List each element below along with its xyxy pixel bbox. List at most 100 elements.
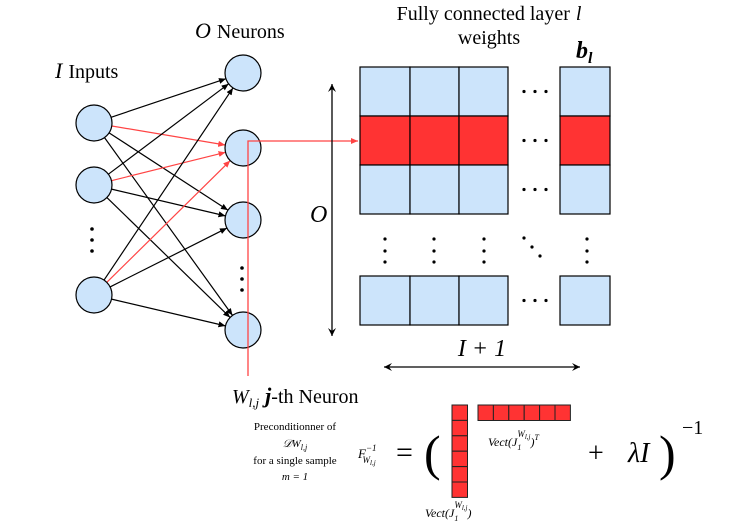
- connection: [109, 227, 228, 288]
- connection: [110, 78, 227, 118]
- row-ellipsis-dot: [522, 138, 526, 143]
- bias-cell: [559, 66, 611, 117]
- neuron-to-row-connector: [247, 138, 358, 376]
- weight-cell: [409, 164, 460, 215]
- plus-sign: +: [588, 438, 604, 469]
- svg-text:for a single sample: for a single sample: [253, 455, 337, 467]
- preconditioner-caption: Preconditionner of 𝒟Wl,j for a single sa…: [253, 421, 337, 483]
- highlighted-weight-cell: [409, 115, 460, 166]
- output-neuron-node: [224, 201, 262, 239]
- row-ellipsis-dot: [522, 298, 526, 303]
- diagonal-ellipsis-dot: [530, 245, 534, 249]
- diagonal-ellipsis-dot: [522, 236, 526, 240]
- column-ellipsis-dot: [482, 249, 486, 253]
- width-label: I + 1: [457, 336, 506, 362]
- equals-sign: =: [396, 436, 413, 469]
- weight-cell: [359, 66, 411, 117]
- input-node: [75, 104, 113, 142]
- output-neuron-node: [224, 129, 262, 167]
- column-vector-cell: [451, 481, 468, 498]
- row-ellipsis-dot: [533, 138, 537, 143]
- column-vector-cell: [451, 466, 468, 483]
- diagonal-ellipsis-dot: [538, 254, 542, 258]
- row-ellipsis-dot: [522, 187, 526, 192]
- row-ellipsis-dot: [533, 89, 537, 94]
- column-vector-cell: [451, 435, 468, 452]
- highlighted-connection: [111, 151, 226, 182]
- output-ellipsis: [240, 266, 244, 292]
- height-label: O: [310, 202, 327, 228]
- column-ellipsis-dot: [482, 237, 486, 241]
- bias-cell: [559, 164, 611, 215]
- svg-text:Preconditionner of: Preconditionner of: [254, 421, 337, 433]
- row-ellipsis-dot: [522, 89, 526, 94]
- column-ellipsis-dot: [482, 260, 486, 264]
- column-ellipsis-dot: [383, 260, 387, 264]
- highlighted-weight-cell: [458, 115, 509, 166]
- column-ellipsis-dot: [432, 249, 436, 253]
- svg-text:m = 1: m = 1: [282, 471, 308, 483]
- column-ellipsis-dot: [383, 249, 387, 253]
- weight-cell: [409, 275, 460, 326]
- highlighted-connection: [111, 125, 226, 147]
- row-vector-cell: [539, 404, 556, 421]
- connection: [111, 298, 226, 328]
- weight-matrix: [359, 66, 611, 326]
- network-connections: [103, 78, 234, 328]
- column-vector-label: Vect(J1Wl,j): [425, 500, 471, 523]
- row-vector: [477, 404, 571, 421]
- column-ellipsis-dot: [432, 260, 436, 264]
- bias-cell: [559, 275, 611, 326]
- row-ellipsis-dot: [544, 138, 548, 143]
- output-neuron-node: [224, 54, 262, 92]
- highlighted-connection: [106, 160, 231, 283]
- row-ellipsis-dot: [544, 89, 548, 94]
- row-vector-label: Vect(J1Wl,j)T: [488, 429, 539, 452]
- row-ellipsis-dot: [544, 187, 548, 192]
- row-vector-cell: [477, 404, 494, 421]
- connection: [108, 83, 229, 175]
- bias-label: bl: [576, 38, 593, 67]
- row-vector-cell: [492, 404, 510, 421]
- inverse-exponent: −1: [682, 417, 703, 439]
- open-paren: (: [424, 425, 441, 481]
- connection: [103, 87, 234, 281]
- column-ellipsis-dot: [432, 237, 436, 241]
- column-ellipsis-dot: [383, 237, 387, 241]
- weight-cell: [359, 275, 411, 326]
- column-ellipsis-dot: [585, 249, 589, 253]
- lambda-identity: λI: [627, 438, 651, 469]
- highlighted-weight-cell: [359, 115, 411, 166]
- caption-dw: 𝒟Wl,j: [283, 438, 308, 452]
- connection: [111, 188, 226, 218]
- column-ellipsis-dot: [585, 260, 589, 264]
- column-ellipsis-dot: [585, 237, 589, 241]
- weight-cell: [409, 66, 460, 117]
- column-vector-cell: [451, 450, 468, 468]
- input-ellipsis: [90, 227, 94, 253]
- network-nodes: [75, 54, 262, 349]
- column-vector-cell: [451, 419, 468, 437]
- row-ellipsis-dot: [533, 187, 537, 192]
- connection: [104, 137, 233, 316]
- highlighted-bias-cell: [559, 115, 611, 166]
- column-vector: [451, 404, 468, 498]
- row-ellipsis-dot: [544, 298, 548, 303]
- row-vector-cell: [554, 404, 571, 421]
- input-node: [75, 166, 113, 204]
- output-neuron-node: [224, 311, 262, 349]
- weight-cell: [359, 164, 411, 215]
- weight-cell: [458, 66, 509, 117]
- input-node: [75, 276, 113, 314]
- column-vector-cell: [451, 404, 468, 421]
- matrix-title-line2: weights: [458, 27, 520, 49]
- connection: [108, 132, 229, 211]
- row-ellipsis-dot: [533, 298, 537, 303]
